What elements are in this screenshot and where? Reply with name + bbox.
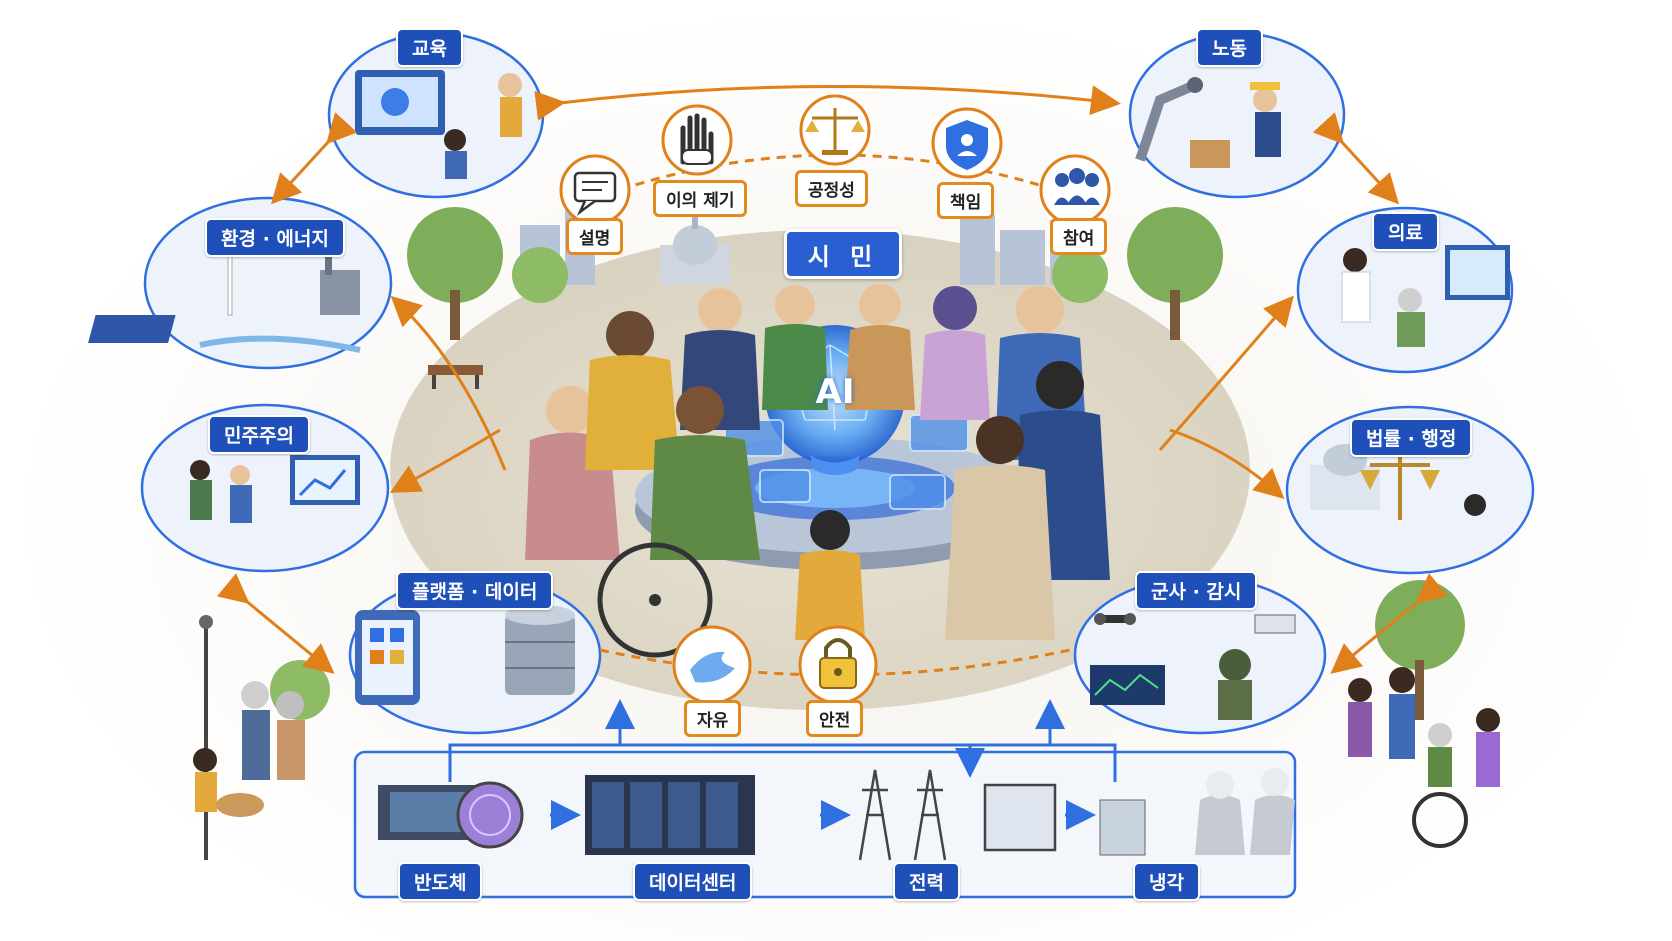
padlock-icon xyxy=(819,638,857,689)
value-freedom: 자유 xyxy=(684,700,742,737)
park-walkers-left xyxy=(193,615,305,860)
medical-scene xyxy=(1341,245,1510,347)
infra-cooling: 냉각 xyxy=(1133,862,1200,901)
cooling-icon xyxy=(1099,768,1295,856)
value-fairness: 공정성 xyxy=(795,170,868,207)
label-military: 군사 · 감시 xyxy=(1135,571,1258,610)
infra-datacenter: 데이터센터 xyxy=(633,862,753,901)
platform-scene xyxy=(355,605,575,705)
power-grid-icon xyxy=(858,769,1057,861)
domain-arrows xyxy=(216,85,1449,674)
value-explain: 설명 xyxy=(566,218,624,255)
label-environment: 환경 · 에너지 xyxy=(205,218,345,257)
group-people-icon xyxy=(1054,168,1100,205)
infra-power: 전력 xyxy=(893,862,960,901)
law-scene xyxy=(1310,444,1486,520)
label-law: 법률 · 행정 xyxy=(1350,418,1473,457)
label-education: 교육 xyxy=(396,28,463,67)
datacenter-icon xyxy=(585,775,755,855)
label-labor: 노동 xyxy=(1196,28,1263,67)
value-responsibility: 책임 xyxy=(937,182,995,219)
capitol-building xyxy=(660,215,730,285)
ai-label: AI xyxy=(815,372,855,412)
shield-user-icon xyxy=(946,120,988,170)
values-arc-top xyxy=(589,153,1086,202)
infra-semiconductor: 반도체 xyxy=(398,862,483,901)
values-arc-bottom xyxy=(599,648,1071,677)
park-walkers-right xyxy=(1348,667,1500,848)
value-objection: 이의 제기 xyxy=(653,180,748,217)
park-bench xyxy=(428,365,483,389)
label-democracy: 민주주의 xyxy=(208,415,310,454)
citizens-group xyxy=(525,284,1110,658)
wheelchair xyxy=(597,542,713,658)
raised-hand-icon xyxy=(680,113,714,165)
value-participation: 참여 xyxy=(1050,218,1108,255)
infra-flow-arrows xyxy=(448,699,1117,830)
citizen-title: 시 민 xyxy=(784,229,902,279)
education-scene xyxy=(355,70,522,179)
value-safety: 안전 xyxy=(806,700,864,737)
dove-icon xyxy=(690,651,735,683)
label-medical: 의료 xyxy=(1372,212,1439,251)
scales-icon xyxy=(805,108,865,155)
democracy-scene xyxy=(190,455,360,523)
chip-icon xyxy=(378,781,524,849)
label-platform: 플랫폼 · 데이터 xyxy=(396,571,554,610)
military-scene xyxy=(1090,613,1296,720)
speech-bubble-icon xyxy=(573,171,617,216)
labor-scene xyxy=(1135,77,1281,168)
